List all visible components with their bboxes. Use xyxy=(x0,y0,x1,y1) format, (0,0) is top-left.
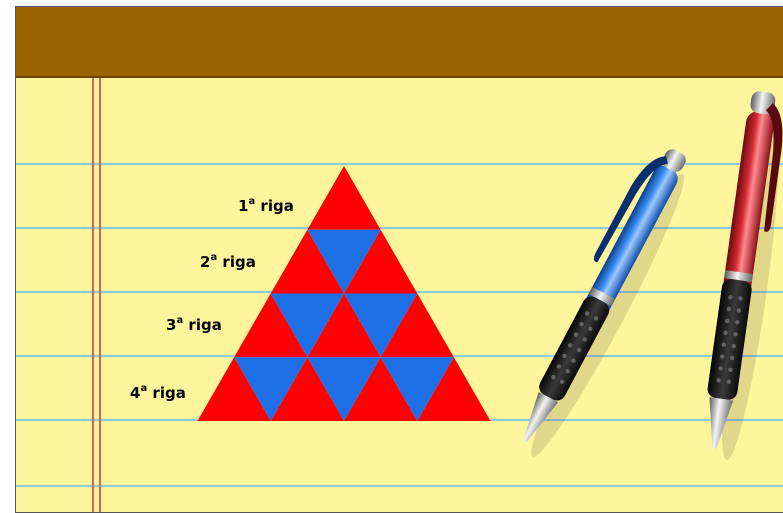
blue-pen-icon xyxy=(497,139,705,464)
red-pen-icon xyxy=(698,90,783,463)
pen-shadow xyxy=(518,167,696,465)
